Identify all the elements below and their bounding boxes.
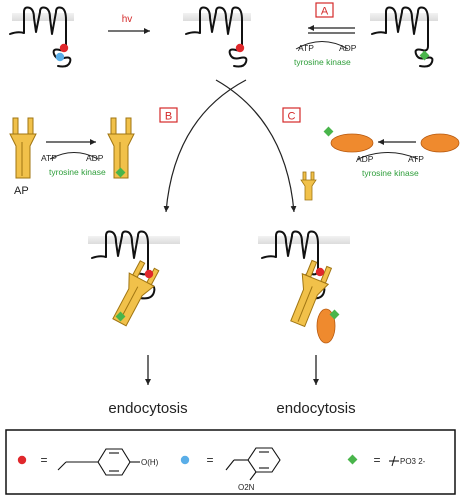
step-a-box xyxy=(315,2,334,18)
step-c-box xyxy=(282,107,301,123)
membrane-band-bottom-left xyxy=(88,236,180,244)
red-group-marker xyxy=(315,267,325,277)
small-adaptor-protein xyxy=(300,171,317,201)
legend-nitro-group: O2N xyxy=(238,483,255,492)
adp-label-c: ADP xyxy=(356,154,374,164)
endocytosis-label-right: endocytosis xyxy=(276,400,355,417)
nitrobenzyl-structure xyxy=(225,447,281,481)
atp-label-a: ATP xyxy=(298,43,314,53)
legend-equals-blue: = xyxy=(206,453,213,467)
ap-phosphorylation-curve xyxy=(49,152,99,160)
adaptor-protein-ap xyxy=(9,117,37,179)
tyrosine-kinase-label-b: tyrosine kinase xyxy=(49,167,106,177)
phosphate-bond-tick xyxy=(391,455,396,467)
legend-equals-green: = xyxy=(373,453,380,467)
membrane-band-top-center xyxy=(183,13,251,21)
kinase-phosphorylation-curve xyxy=(357,152,419,160)
atp-label-c: ATP xyxy=(408,154,424,164)
branch-arrow-b xyxy=(163,79,247,213)
kinase-enzyme xyxy=(420,133,460,153)
membrane-band-top-right xyxy=(370,13,438,21)
legend-phosphate: PO3 2- xyxy=(400,457,426,466)
red-group-marker xyxy=(144,269,154,279)
adp-label-a: ADP xyxy=(339,43,357,53)
step-a-curve xyxy=(295,41,349,50)
adaptor-protein-phosphorylated xyxy=(107,117,135,179)
atp-label-b: ATP xyxy=(41,153,57,163)
step-a-label: A xyxy=(321,6,329,18)
light-label: hv xyxy=(122,14,133,25)
legend-blue-marker xyxy=(180,455,190,465)
membrane-band-top-left xyxy=(12,13,74,21)
endocytosis-label-left: endocytosis xyxy=(108,400,187,417)
green-phosphate-marker xyxy=(115,167,126,178)
phenol-structure xyxy=(57,448,140,476)
red-group-marker xyxy=(59,43,69,53)
kinase-enzyme-phosphorylated xyxy=(330,133,374,153)
legend-green-marker xyxy=(347,454,358,465)
membrane-band-bottom-right xyxy=(258,236,350,244)
step-b-box xyxy=(159,107,178,123)
tyrosine-kinase-label-a: tyrosine kinase xyxy=(294,57,351,67)
branch-arrow-c xyxy=(215,79,297,213)
blue-group-marker xyxy=(55,52,65,62)
legend-equals-red: = xyxy=(40,453,47,467)
step-b-label: B xyxy=(165,111,172,123)
receptor-top-center xyxy=(185,6,248,68)
green-phosphate-marker xyxy=(323,126,334,137)
legend-red-marker xyxy=(17,455,27,465)
kinase-bound xyxy=(316,308,336,344)
green-phosphate-marker xyxy=(329,309,340,320)
ap-label: AP xyxy=(14,185,29,197)
adaptor-bound-right xyxy=(290,259,333,328)
tyrosine-kinase-label-c: tyrosine kinase xyxy=(362,168,419,178)
step-c-label: C xyxy=(288,111,296,123)
legend-phenol-group: O(H) xyxy=(141,458,159,467)
adp-label-b: ADP xyxy=(86,153,104,163)
red-group-marker xyxy=(235,43,245,53)
